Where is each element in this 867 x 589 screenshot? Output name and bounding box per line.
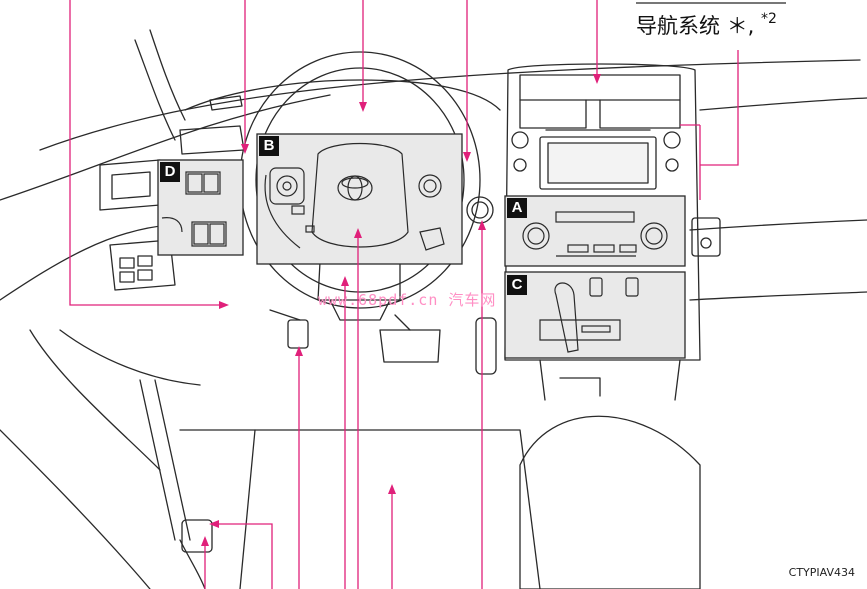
navigation-marks: ＊,: [726, 14, 762, 38]
leader-lines: [69, 0, 739, 589]
brake-pedal: [379, 329, 441, 363]
glovebox-latch: [691, 217, 721, 257]
label-top-rule: [636, 2, 786, 4]
callout-panel-d: [157, 159, 244, 256]
display-screen: [539, 136, 657, 190]
hood-release-lever: [181, 519, 213, 553]
callout-badge-c: C: [507, 275, 527, 295]
parking-brake-pedal: [287, 319, 309, 349]
center-console: [519, 415, 701, 589]
callout-badge-b: B: [259, 136, 279, 156]
navigation-text: 导航系统: [636, 14, 720, 38]
dashboard-top-edge: [39, 59, 861, 151]
callout-badge-a: A: [507, 198, 527, 218]
windshield-frame: [0, 94, 331, 201]
callout-badge-d: D: [160, 162, 180, 182]
callout-panel-a: [504, 195, 686, 267]
figure-code: CTYPIAV434: [788, 566, 855, 579]
navigation-system-label: 导航系统 ＊, *2: [636, 10, 777, 40]
window-switch-panel: [109, 239, 176, 291]
watermark-text: www.68pdf.cn 汽车网: [318, 291, 497, 309]
callout-panel-c: [504, 271, 686, 359]
engine-switch: [466, 196, 494, 224]
navigation-footnote: *2: [761, 11, 777, 27]
accelerator-pedal: [475, 317, 497, 375]
center-stack: [504, 63, 701, 361]
steering-switches-right: [418, 174, 442, 198]
steering-switches-left: [269, 167, 305, 205]
shift-lever: [554, 282, 579, 353]
callout-panel-b: [256, 133, 463, 265]
